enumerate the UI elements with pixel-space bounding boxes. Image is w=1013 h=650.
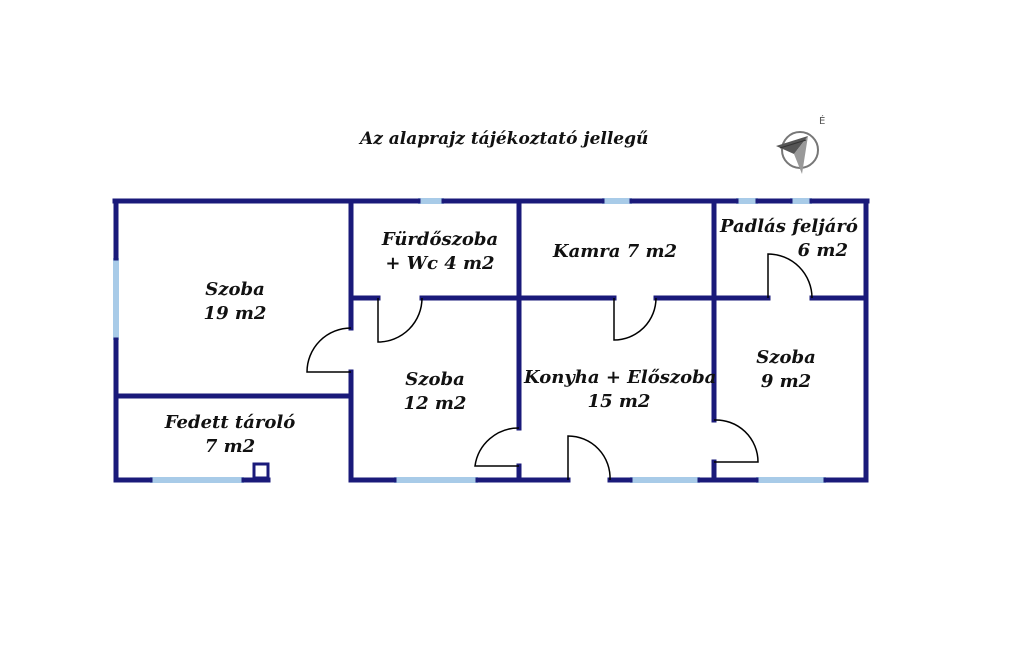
walls xyxy=(112,198,870,483)
page-title: Az alaprajz tájékoztató jellegű xyxy=(360,129,649,149)
compass-letter: É xyxy=(819,116,826,127)
doors xyxy=(306,253,813,481)
room-area: + Wc 4 m2 xyxy=(385,253,495,274)
door-konyha-right xyxy=(713,419,759,463)
room-label-furdo: Fürdőszoba + Wc 4 m2 xyxy=(370,228,510,276)
room-label-tarolo: Fedett tároló 7 m2 xyxy=(160,411,300,459)
room-label-szoba-19: Szoba 19 m2 xyxy=(180,278,290,326)
room-name: Fedett tároló xyxy=(164,412,296,433)
room-label-szoba-9: Szoba 9 m2 xyxy=(736,346,836,394)
room-area: 19 m2 xyxy=(203,303,267,324)
door-furdo xyxy=(377,297,423,343)
room-name: Szoba xyxy=(205,279,265,300)
room-label-kamra: Kamra 7 m2 xyxy=(535,240,695,264)
room-label-konyha: Konyha + Előszoba 15 m2 xyxy=(524,366,717,414)
windows xyxy=(113,198,826,483)
door-entrance xyxy=(567,435,611,481)
room-area: 6 m2 xyxy=(797,240,848,261)
room-area: 12 m2 xyxy=(403,393,467,414)
room-name: Padlás feljáró xyxy=(720,216,858,237)
room-label-szoba-12: Szoba 12 m2 xyxy=(380,368,490,416)
room-area: 15 m2 xyxy=(587,391,651,412)
room-name: Konyha + Előszoba xyxy=(524,367,717,388)
room-name: Szoba xyxy=(756,347,816,368)
compass-north-icon xyxy=(776,131,819,174)
door-kamra xyxy=(613,297,657,341)
door-konyha-left xyxy=(474,427,520,467)
room-area: 9 m2 xyxy=(760,371,812,392)
room-name: Kamra 7 m2 xyxy=(552,241,678,262)
door-padlas xyxy=(767,253,813,299)
room-label-padlas: Padlás feljáró 6 m2 xyxy=(720,215,860,263)
room-name: Szoba xyxy=(405,369,465,390)
room-area: 7 m2 xyxy=(204,436,256,457)
door-szoba-19 xyxy=(306,327,352,373)
room-name: Fürdőszoba xyxy=(381,229,499,250)
